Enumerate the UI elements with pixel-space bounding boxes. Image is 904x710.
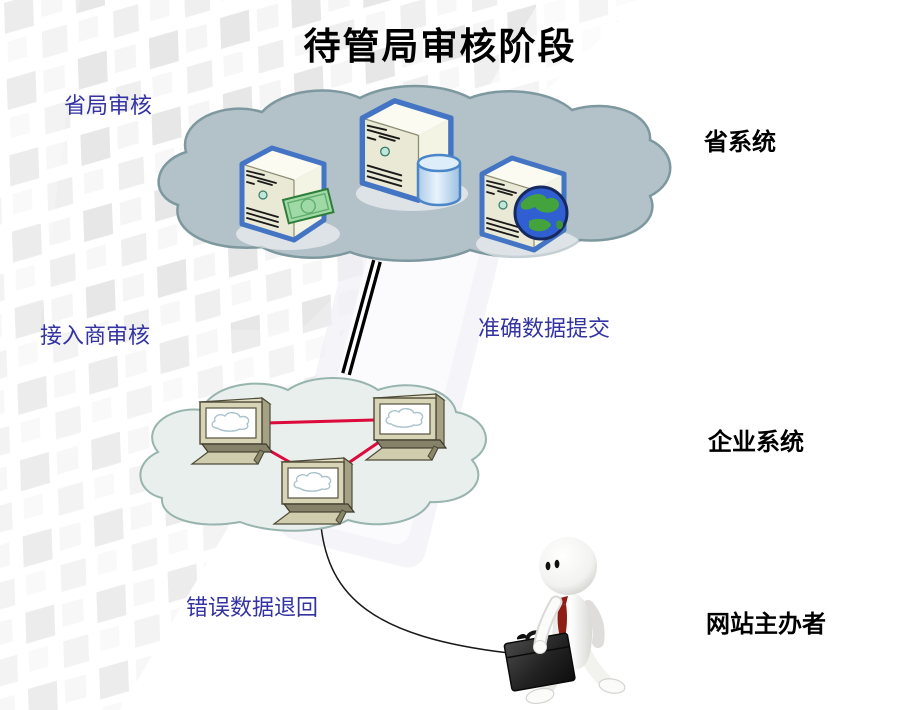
businessman-figure: [503, 537, 626, 705]
label-error-data-return: 错误数据退回: [186, 595, 319, 620]
label-website-sponsor: 网站主办者: [706, 612, 826, 638]
label-enterprise-system: 企业系统: [708, 430, 804, 456]
eye-right: [554, 559, 560, 569]
label-province-review: 省局审核: [64, 93, 153, 118]
label-access-provider-review: 接入商审核: [40, 323, 151, 348]
database-icon: [416, 153, 462, 207]
globe-icon: [513, 185, 569, 241]
province-cloud: [157, 84, 672, 261]
page-title: 待管局审核阶段: [303, 27, 577, 68]
money-icon: [281, 187, 335, 225]
enterprise-cloud: [139, 377, 487, 532]
eye-left: [545, 561, 551, 571]
connector-return-curve: [320, 525, 510, 654]
label-accurate-data-submit: 准确数据提交: [478, 316, 611, 341]
label-province-system: 省系统: [704, 130, 776, 156]
connector-province-enterprise: [341, 259, 382, 376]
